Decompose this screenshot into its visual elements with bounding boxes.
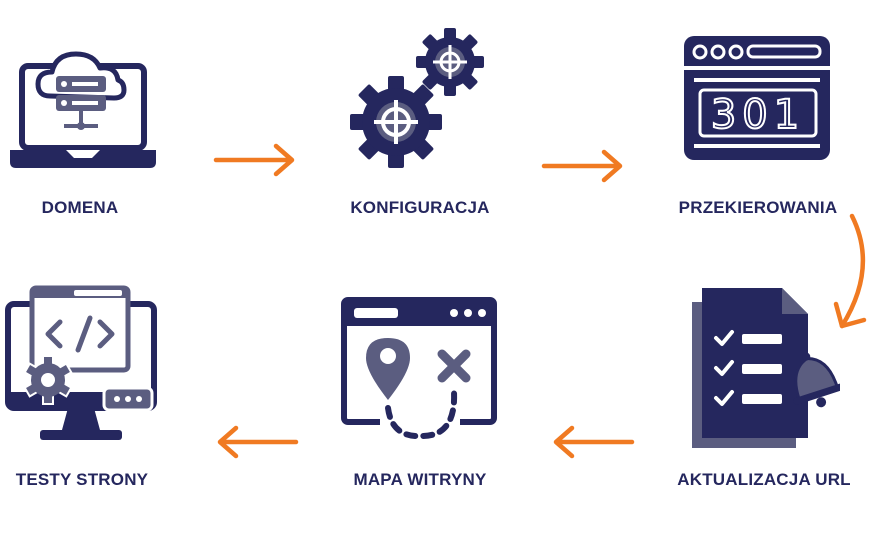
step-label-mapa-witryny: MAPA WITRYNY xyxy=(353,470,487,489)
step-label-przekierowania: PRZEKIEROWANIA xyxy=(678,198,838,217)
gears-icon xyxy=(350,28,484,168)
monitor-code-gear-icon xyxy=(5,285,157,440)
step-label-testy-strony: TESTY STRONY xyxy=(15,470,149,489)
arrow-right-icon xyxy=(541,149,623,183)
arrow-curved-down-icon xyxy=(833,213,867,329)
arrow-left-icon xyxy=(217,425,299,459)
checklist-bell-icon xyxy=(692,288,840,448)
browser-map-icon xyxy=(341,297,497,440)
browser-301-icon: 301 xyxy=(684,36,830,160)
step-label-konfiguracja: KONFIGURACJA xyxy=(350,198,490,217)
step-label-domena: DOMENA xyxy=(41,198,119,217)
redirect-code-text: 301 xyxy=(711,92,805,138)
step-label-aktualizacja-url: AKTUALIZACJA URL xyxy=(677,470,851,489)
arrow-left-icon xyxy=(553,425,635,459)
arrow-right-icon xyxy=(213,143,295,177)
laptop-server-cloud-icon xyxy=(10,51,156,168)
